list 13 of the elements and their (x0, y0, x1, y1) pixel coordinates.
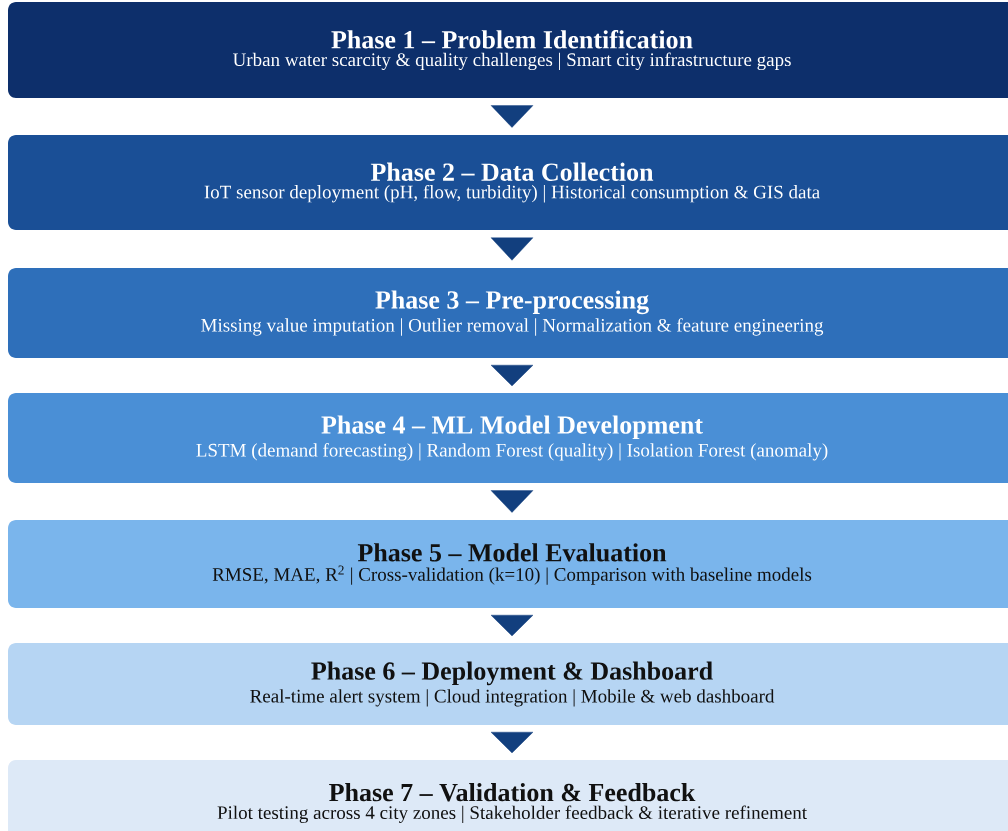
phase-box: Phase 6 – Deployment & Dashboard Real-time alert system | Cloud integration | Mobile & web dashboard (8, 643, 1008, 725)
arrow (490, 105, 534, 128)
arrow (490, 490, 534, 513)
phase-box: Phase 5 – Model Evaluation RMSE, MAE, R$^{2}$ | Cross-validation (k=10) | Comparison with baseline models (8, 520, 1008, 608)
phase-box: Phase 7 – Validation & Feedback Pilot testing across 4 city zones | Stakeholder feedback & iterative refinement (8, 760, 1008, 831)
arrow (490, 237, 534, 261)
arrow (490, 731, 534, 754)
phase-box: Phase 3 – Pre-processing Missing value imputation | Outlier removal | Normalization & feature engineering (8, 268, 1008, 358)
arrow (490, 614, 534, 637)
arrow (490, 364, 534, 387)
phase-box: Phase 1 – Problem Identification Urban water scarcity & quality challenges | Smart city infrastructure gaps (8, 2, 1008, 98)
phase-box: Phase 4 – ML Model Development LSTM (demand forecasting) | Random Forest (quality) | Isolation Forest (anomaly) (8, 393, 1008, 483)
phase-box: Phase 2 – Data Collection IoT sensor deployment (pH, flow, turbidity) | Historical consumption & GIS data (8, 135, 1008, 230)
